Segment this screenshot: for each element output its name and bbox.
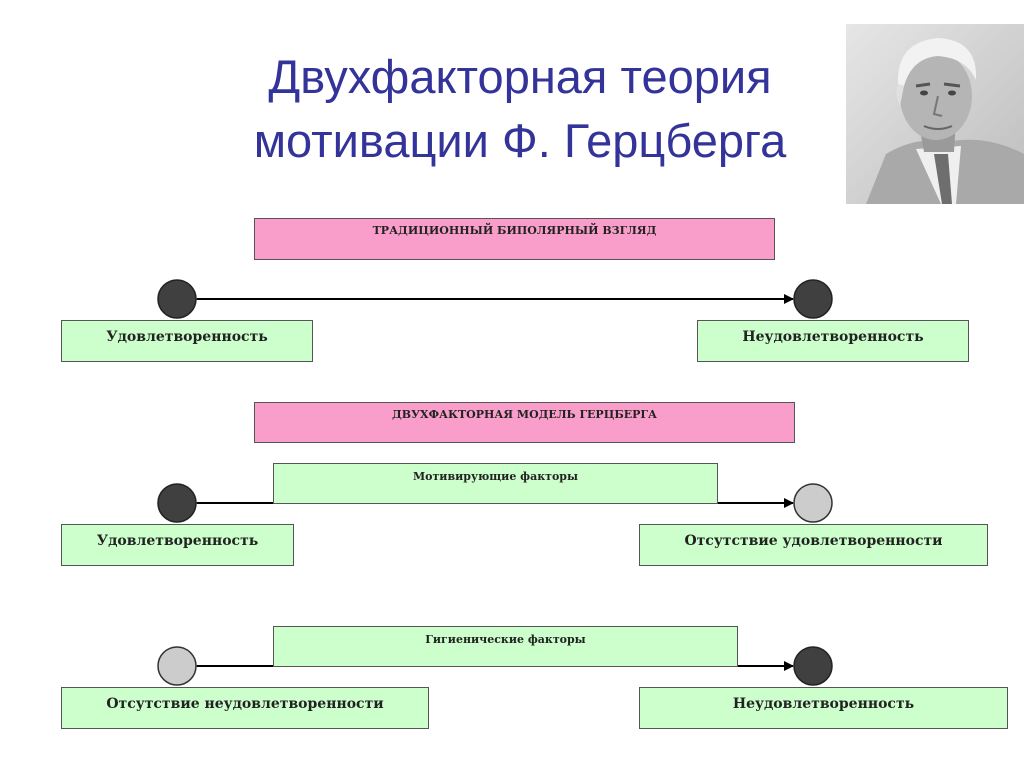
traditional-header-box: ТРАДИЦИОННЫЙ БИПОЛЯРНЫЙ ВЗГЛЯД: [254, 218, 775, 260]
traditional-left-box: Удовлетворенность: [61, 320, 313, 362]
hygiene-left-box: Отсутствие неудовлетворенности: [61, 687, 429, 729]
motivators-label-box: Мотивирующие факторы: [273, 463, 718, 504]
motivators-right-label: Отсутствие удовлетворенности: [684, 533, 943, 549]
motivators-left-dot: [157, 483, 197, 523]
motivators-left-label: Удовлетворенность: [96, 533, 259, 549]
motivators-label: Мотивирующие факторы: [412, 470, 579, 483]
motivators-right-box: Отсутствие удовлетворенности: [639, 524, 988, 566]
slide-title: Двухфакторная теория мотивации Ф. Герцбе…: [150, 45, 890, 173]
motivators-left-box: Удовлетворенность: [61, 524, 294, 566]
hygiene-right-label: Неудовлетворенность: [732, 696, 915, 712]
hygiene-right-dot: [793, 646, 833, 686]
hygiene-label: Гигиенические факторы: [425, 633, 586, 646]
title-line-2: мотивации Ф. Герцберга: [253, 114, 787, 167]
hygiene-right-box: Неудовлетворенность: [639, 687, 1008, 729]
hygiene-left-label: Отсутствие неудовлетворенности: [106, 696, 384, 712]
traditional-right-dot: [793, 279, 833, 319]
traditional-right-label: Неудовлетворенность: [742, 329, 924, 345]
herzberg-header-box: ДВУХФАКТОРНАЯ МОДЕЛЬ ГЕРЦБЕРГА: [254, 402, 795, 443]
traditional-header-label: ТРАДИЦИОННЫЙ БИПОЛЯРНЫЙ ВЗГЛЯД: [372, 224, 657, 237]
traditional-right-box: Неудовлетворенность: [697, 320, 969, 362]
portrait-photo-icon: [846, 24, 1024, 204]
traditional-left-dot: [157, 279, 197, 319]
hygiene-left-dot: [157, 646, 197, 686]
traditional-left-label: Удовлетворенность: [106, 329, 268, 345]
title-line-1: Двухфакторная теория: [268, 50, 772, 103]
herzberg-header-label: ДВУХФАКТОРНАЯ МОДЕЛЬ ГЕРЦБЕРГА: [392, 408, 657, 421]
hygiene-label-box: Гигиенические факторы: [273, 626, 738, 667]
motivators-right-dot: [793, 483, 833, 523]
